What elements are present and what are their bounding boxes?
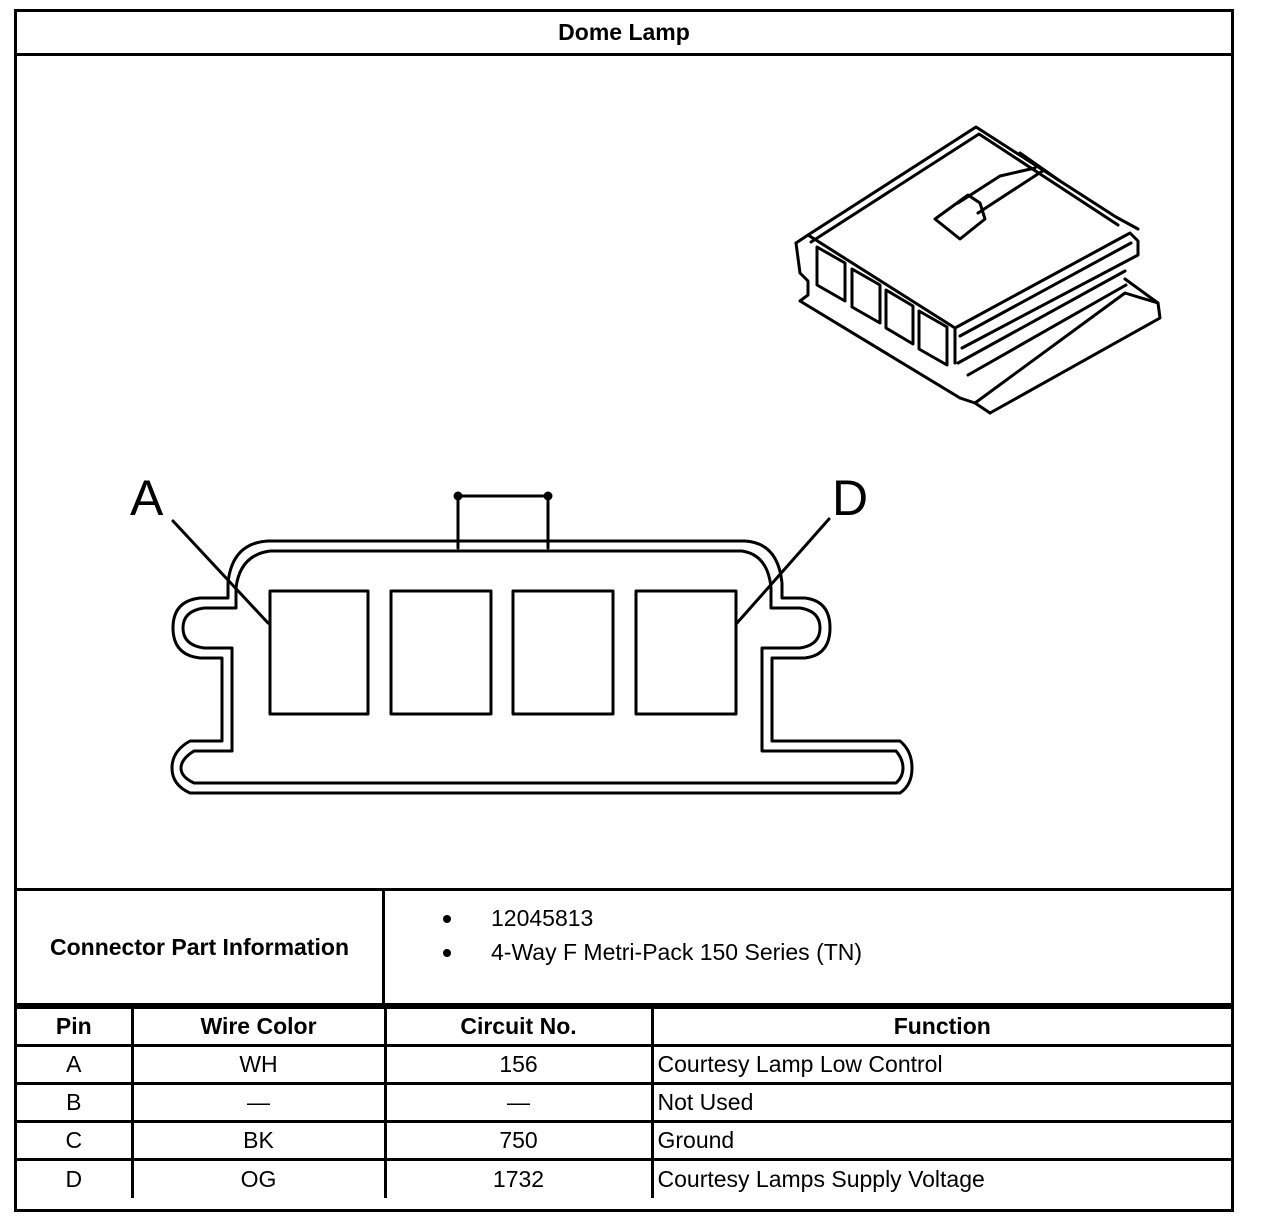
connector-drawing: A D [130, 125, 1162, 795]
header-circuit: Circuit No. [383, 1006, 652, 1047]
bullet-icon [443, 949, 451, 957]
connector-diagram: A D [17, 56, 1231, 888]
header-pin: Pin [17, 1006, 132, 1047]
part-number: 12045813 [491, 905, 594, 931]
pin-d-leader-line [735, 517, 831, 625]
table-row: D OG 1732 Courtesy Lamps Supply Voltage [17, 1159, 1231, 1198]
cell-circuit: 750 [383, 1121, 652, 1161]
cell-function: Courtesy Lamp Low Control [650, 1045, 1231, 1085]
cell-pin: C [17, 1121, 132, 1161]
cell-circuit: 1732 [383, 1159, 652, 1198]
pin-cavity [268, 589, 370, 716]
connector-sheet: Dome Lamp [14, 9, 1234, 1212]
cell-function: Courtesy Lamps Supply Voltage [650, 1159, 1231, 1198]
cell-circuit: 156 [383, 1045, 652, 1085]
connector-isometric-view [794, 125, 1162, 415]
header-wire-color: Wire Color [130, 1006, 385, 1047]
table-row: A WH 156 Courtesy Lamp Low Control [17, 1045, 1231, 1085]
pin-cavity [511, 589, 615, 716]
pin-a-leader-line [171, 519, 270, 625]
cell-pin: B [17, 1083, 132, 1123]
pin-cavity [634, 589, 738, 716]
cell-wire-color: BK [130, 1121, 385, 1161]
pin-table: Pin Wire Color Circuit No. Function A WH… [17, 1006, 1231, 1198]
cell-wire-color: — [130, 1083, 385, 1123]
cell-function: Not Used [650, 1083, 1231, 1123]
pin-d-label: D [832, 470, 868, 526]
cell-pin: A [17, 1045, 132, 1085]
header-function: Function [650, 1006, 1231, 1047]
part-description: 4-Way F Metri-Pack 150 Series (TN) [491, 939, 863, 965]
connector-part-info-list: 12045813 4-Way F Metri-Pack 150 Series (… [385, 891, 1231, 1003]
cell-function: Ground [650, 1121, 1231, 1161]
list-item: 12045813 [385, 903, 1231, 937]
connector-part-info-label: Connector Part Information [17, 891, 385, 1003]
table-header-row: Pin Wire Color Circuit No. Function [17, 1006, 1231, 1047]
table-row: B — — Not Used [17, 1083, 1231, 1123]
cell-circuit: — [383, 1083, 652, 1123]
cell-wire-color: WH [130, 1045, 385, 1085]
page-title: Dome Lamp [17, 12, 1231, 56]
list-item: 4-Way F Metri-Pack 150 Series (TN) [385, 937, 1231, 971]
connector-part-info: Connector Part Information 12045813 4-Wa… [17, 888, 1231, 1006]
connector-front-view [170, 491, 914, 795]
bullet-icon [443, 915, 451, 923]
cell-wire-color: OG [130, 1159, 385, 1198]
pin-cavity [389, 589, 493, 716]
pin-a-label: A [130, 470, 164, 526]
cell-pin: D [65, 1165, 83, 1192]
table-row: C BK 750 Ground [17, 1121, 1231, 1161]
